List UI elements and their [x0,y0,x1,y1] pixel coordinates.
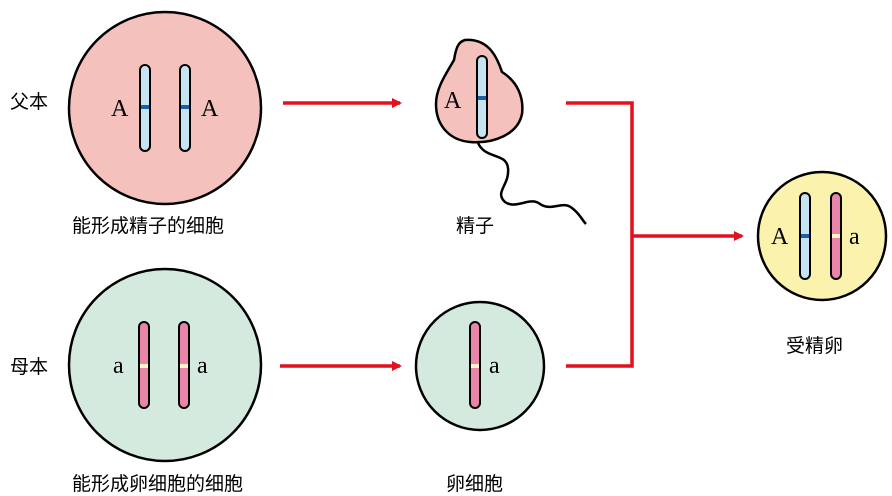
allele-label: A [444,88,462,114]
egg-producing-cell: a a [67,267,263,463]
allele-label: a [849,224,860,250]
sperm-producing-cell-label: 能形成精子的细胞 [72,215,224,237]
sperm-tail [476,142,587,225]
allele-label: A [111,96,129,122]
chromosome-right [178,321,190,409]
gene-mark [471,364,479,368]
gene-mark [832,234,840,238]
chromosome-left [138,321,150,409]
father-label: 父本 [10,91,48,113]
chromosome-left [139,64,151,152]
zygote: A a [756,170,888,302]
chromosome-right [179,64,191,152]
sperm-producing-cell: A A [67,10,263,206]
gene-mark [478,96,486,100]
sperm: A [434,38,587,225]
allele-label: a [197,353,208,379]
sperm-label: 精子 [456,215,494,237]
chromosome-pink [830,192,842,280]
fertilization-connector [566,101,634,368]
zygote-label: 受精卵 [786,335,843,357]
egg-label: 卵细胞 [446,473,503,495]
allele-label: A [771,224,789,250]
egg: a [414,300,546,432]
gene-mark [801,234,809,238]
chromosome-blue [799,192,811,280]
allele-label: a [489,353,500,379]
gene-mark [181,105,189,109]
egg-producing-cell-label: 能形成卵细胞的细胞 [72,473,243,495]
gene-mark [141,105,149,109]
mother-label: 母本 [10,356,48,378]
allele-label: A [201,96,219,122]
gene-mark [140,364,148,368]
allele-label: a [113,353,124,379]
gene-mark [180,364,188,368]
